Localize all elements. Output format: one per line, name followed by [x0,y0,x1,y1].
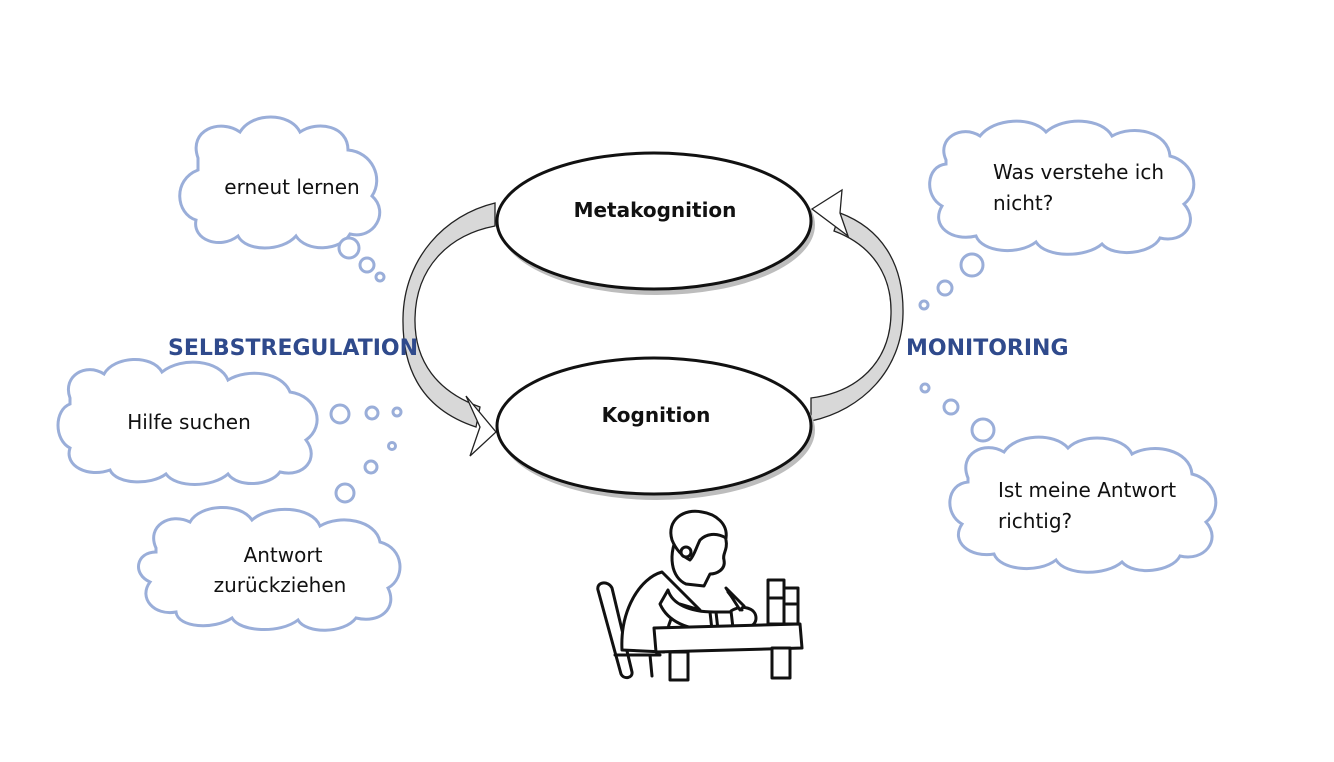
cloud-erneut-lernen: erneut lernen [178,115,382,250]
thought-bubbles-erneut-lernen [337,236,386,283]
label-selbstregulation: SELBSTREGULATION [168,336,418,361]
cloud-was-verstehe-line1: Was verstehe ich [993,160,1164,184]
cloud-was-verstehe-line2: nicht? [993,191,1053,215]
label-monitoring: MONITORING [906,336,1069,361]
node-metakognition-label: Metakognition [574,198,737,222]
bubble-small [387,441,397,451]
bubble-medium [363,459,379,475]
books-icon [766,578,786,626]
bubble-large [334,482,356,504]
thought-bubbles-hilfe-suchen [329,403,403,425]
bubble-medium [942,398,960,416]
bubble-medium [936,279,954,297]
bubble-small [919,382,931,394]
arrow-monitoring [810,188,904,422]
cloud-ist-meine-antwort-line1: Ist meine Antwort [998,478,1176,502]
cloud-antwort-zurueckziehen-line2: zurückziehen [214,573,347,597]
thought-bubbles-was-verstehe [918,252,985,311]
thought-bubbles-antwort-zurueckziehen [334,441,397,504]
cloud-antwort-zurueckziehen: Antwort zurückziehen [137,506,402,632]
cloud-ist-meine-antwort-line2: richtig? [998,509,1072,533]
node-metakognition: Metakognition [495,151,815,295]
thought-bubbles-ist-meine-antwort [919,382,996,443]
bubble-large [329,403,351,425]
cloud-hilfe-suchen-line1: Hilfe suchen [127,410,251,434]
bubble-small [918,299,930,311]
cloud-erneut-lernen-line1: erneut lernen [224,175,359,199]
desk-icon [652,622,804,654]
bubble-small [391,406,403,418]
cloud-was-verstehe-ich-nicht: Was verstehe ich nicht? [928,119,1196,256]
cloud-antwort-zurueckziehen-line1: Antwort [244,543,323,567]
arrow-selbstregulation [402,202,497,457]
node-kognition: Kognition [495,356,815,500]
bubble-medium [358,256,376,274]
node-kognition-label: Kognition [602,403,711,427]
student-writing-at-desk-icon [596,509,804,682]
bubble-medium [364,405,380,421]
cloud-ist-meine-antwort-richtig: Ist meine Antwort richtig? [948,435,1218,574]
bubble-small [374,271,386,283]
bubble-large [337,236,361,260]
bubble-large [970,417,996,443]
cloud-hilfe-suchen: Hilfe suchen [56,358,319,486]
bubble-large [959,252,985,278]
